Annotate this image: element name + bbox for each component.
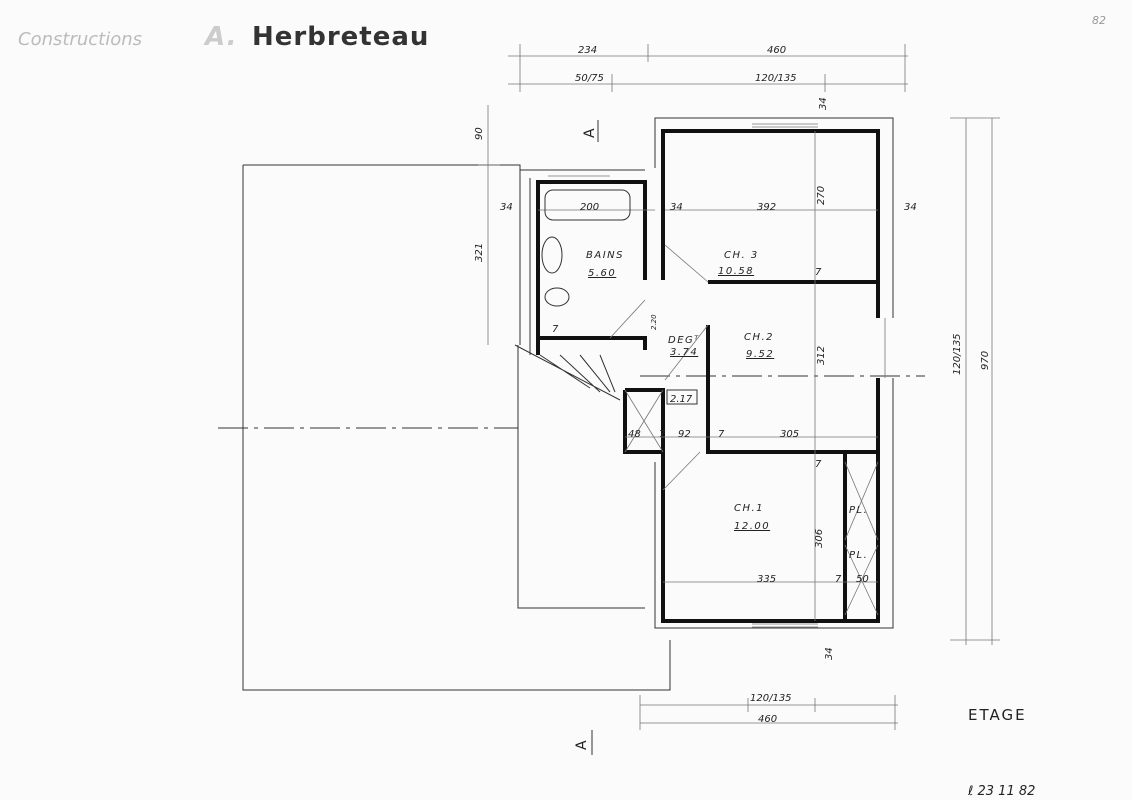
dim-ch3-depth: 270 xyxy=(816,186,827,205)
dim-bottom-wall: 34 xyxy=(824,647,835,660)
dim-bottom-460: 460 xyxy=(758,714,777,725)
dim-ch2-depth: 312 xyxy=(816,346,827,365)
left-dimension-lines xyxy=(478,105,500,345)
stair-diagonal xyxy=(514,344,621,401)
right-dimension-lines xyxy=(950,117,1000,645)
room-bains: BAINS 5.60 xyxy=(586,250,624,279)
bathtub-icon xyxy=(544,189,631,221)
dim-ch2-width: 305 xyxy=(780,429,799,440)
dim-top-wall: 34 xyxy=(818,97,829,110)
door-swings xyxy=(609,244,709,491)
level-label: ETAGE xyxy=(968,706,1027,724)
dim-bathtub: 200 xyxy=(580,202,599,213)
dim-w2: 7 xyxy=(718,429,725,440)
dim-top-120-135: 120/135 xyxy=(755,73,797,84)
room-name: BAINS xyxy=(586,250,624,261)
dim-ch1-width: 335 xyxy=(757,574,776,585)
dim-wall-mid: 34 xyxy=(670,202,683,213)
room-area: 10.58 xyxy=(718,266,754,277)
dim-right-970: 970 xyxy=(980,351,991,370)
closet-cross xyxy=(624,389,879,616)
room-ch2: CH.2 9.52 xyxy=(744,332,774,360)
room-area: 5.60 xyxy=(588,268,616,279)
title-block: Constructions A. Herbreteau xyxy=(18,22,429,52)
dim-bottom-120-135: 120/135 xyxy=(750,693,792,704)
room-placard-1: PL. xyxy=(849,505,868,516)
corner-note: 82 xyxy=(1092,14,1106,27)
dim-wall-right: 34 xyxy=(904,202,917,213)
room-area: 9.52 xyxy=(746,349,774,360)
dim-w4: 7 xyxy=(835,574,842,585)
sink-icon xyxy=(541,236,563,274)
interior-dimension-lines xyxy=(538,131,878,621)
dim-door-width: 2.20 xyxy=(650,314,658,330)
room-name: DEGᵀ xyxy=(668,335,700,346)
dim-w1: 7 xyxy=(659,429,666,440)
exterior-wall-outer xyxy=(520,117,894,629)
room-area: 12.00 xyxy=(734,521,770,532)
dim-bath-wall-left: 34 xyxy=(500,202,513,213)
room-degagement: DEGᵀ 3.74 xyxy=(668,335,700,358)
room-name: CH.2 xyxy=(744,332,774,343)
dim-deg-width: 92 xyxy=(678,429,691,440)
dim-bath-wall: 7 xyxy=(552,324,559,335)
room-area: 3.74 xyxy=(670,347,698,358)
dim-left-321: 321 xyxy=(474,243,485,262)
dim-w3: 7 xyxy=(815,459,822,470)
title-prefix: Constructions xyxy=(18,29,142,50)
stair-height-box xyxy=(666,389,698,405)
dim-ch1-depth: 306 xyxy=(814,529,825,548)
dim-left-90: 90 xyxy=(474,127,485,140)
dim-ch3-wall: 7 xyxy=(815,267,822,278)
dim-ch3-width: 392 xyxy=(757,202,776,213)
dim-top-50-75: 50/75 xyxy=(575,73,604,84)
exterior-wall-inner xyxy=(536,129,880,623)
toilet-icon xyxy=(544,287,570,307)
dim-top-460: 460 xyxy=(767,45,786,56)
title-initial: A. xyxy=(203,22,237,52)
section-marker-bottom: A xyxy=(574,740,590,750)
windows xyxy=(548,123,886,628)
date-note: ℓ 23 11 82 xyxy=(967,784,1035,799)
interior-walls xyxy=(538,280,878,621)
room-ch3: CH. 3 10.58 xyxy=(718,250,759,277)
top-dimension-lines xyxy=(508,44,908,92)
dim-right-120-135: 120/135 xyxy=(952,333,963,375)
dim-stair-height: 2.17 xyxy=(670,394,693,405)
title-name: Herbreteau xyxy=(252,22,429,52)
room-name: CH.1 xyxy=(734,503,764,514)
dim-pl-width: 50 xyxy=(856,574,869,585)
room-ch1: CH.1 12.00 xyxy=(734,503,770,532)
room-name: CH. 3 xyxy=(724,250,759,261)
bottom-dimension-lines xyxy=(639,695,898,730)
room-placard-2: PL. xyxy=(849,550,868,561)
section-marker-top: A xyxy=(582,128,598,138)
dim-closet: 48 xyxy=(628,429,641,440)
dim-top-234: 234 xyxy=(578,45,597,56)
